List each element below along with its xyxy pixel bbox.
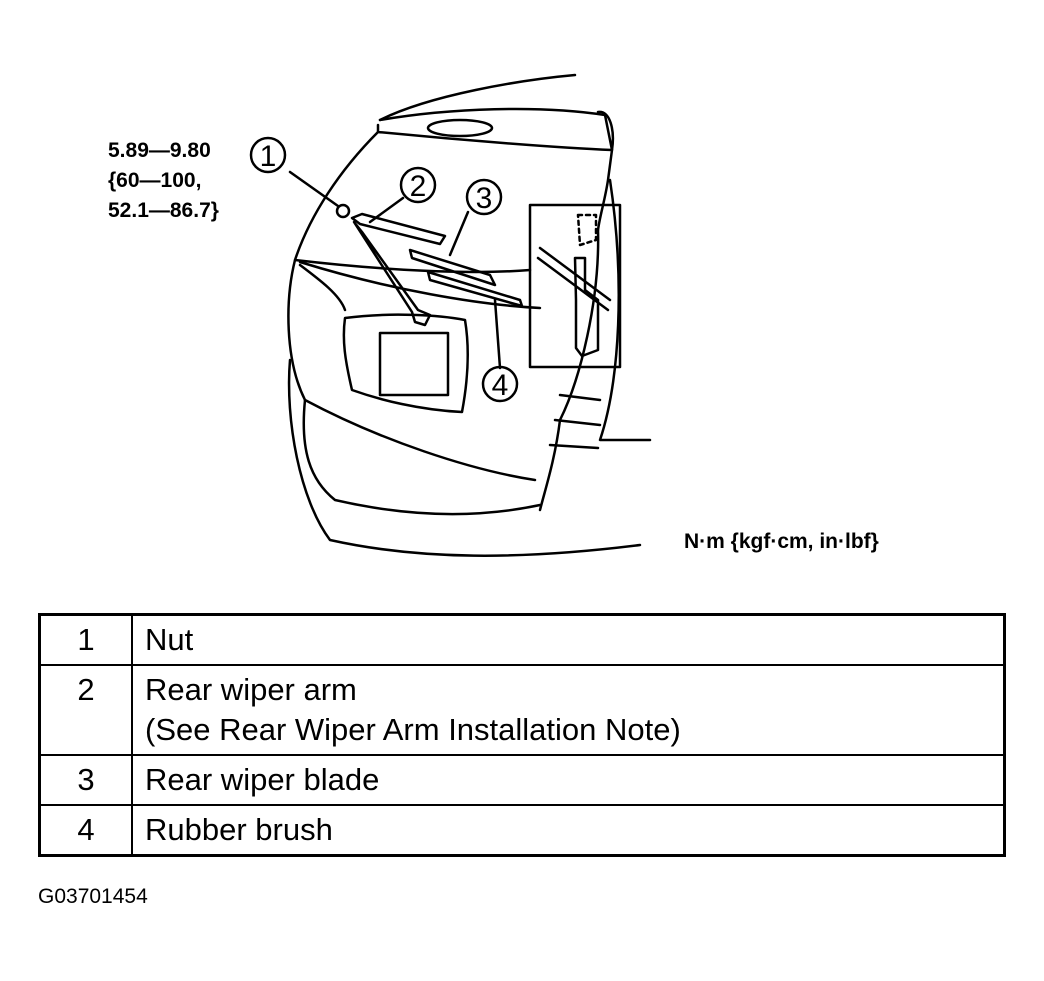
part-name: Rear wiper arm	[145, 672, 357, 707]
spoiler	[376, 113, 614, 152]
rear-lamp	[548, 393, 602, 450]
table-row: 1 Nut	[38, 613, 1006, 666]
part-number: 1	[38, 613, 133, 666]
torque-line-2: {60—100,	[108, 169, 202, 192]
detail-inset	[528, 203, 622, 369]
inset-clip	[573, 256, 600, 358]
part-description: Rear wiper arm (See Rear Wiper Arm Insta…	[131, 664, 1006, 756]
tailgate-crease	[298, 260, 542, 310]
callout-label-1: 1	[260, 140, 277, 173]
part-number: 2	[38, 664, 133, 756]
part-name: Rubber brush	[145, 812, 333, 847]
body-right	[538, 228, 600, 512]
roof-outline	[378, 73, 577, 122]
callout-label-2: 2	[410, 170, 427, 203]
callout-circle-2	[399, 166, 437, 204]
part-description: Rubber brush	[131, 804, 1006, 857]
body-right-outer	[598, 178, 652, 442]
table-row: 4 Rubber brush	[38, 804, 1006, 857]
part-note: (See Rear Wiper Arm Installation Note)	[145, 712, 681, 747]
bumper-top	[302, 398, 542, 516]
leader-4	[493, 298, 502, 370]
callout-circle-3	[465, 178, 503, 216]
leader-1	[288, 170, 340, 208]
callout-circle-1	[249, 136, 287, 174]
rear-wiper-illustration: 1 2 3 4	[249, 73, 652, 557]
bumper	[287, 358, 642, 557]
part-name: Rear wiper blade	[145, 762, 380, 797]
wiper-blade	[408, 248, 497, 287]
torque-line-1: 5.89—9.80	[108, 139, 211, 162]
callout-label-4: 4	[492, 369, 509, 402]
part-description: Nut	[131, 613, 1006, 666]
torque-spec: 5.89—9.80 {60—100, 52.1—86.7}	[108, 136, 219, 226]
parts-table: 1 Nut 2 Rear wiper arm (See Rear Wiper A…	[38, 613, 1006, 857]
units-label: N·m {kgf·cm, in·lbf}	[684, 530, 879, 553]
leader-2	[368, 196, 405, 224]
pivot-cap	[352, 220, 432, 327]
leader-3	[448, 210, 470, 257]
tailgate-panel	[298, 263, 347, 312]
part-number: 3	[38, 754, 133, 806]
part-name: Nut	[145, 622, 194, 657]
nut-shape	[335, 203, 351, 219]
right-pillar	[596, 110, 615, 232]
brake-light	[426, 118, 494, 138]
figure-code: G03701454	[38, 885, 148, 908]
wiper-arm	[350, 212, 447, 246]
rear-glass	[293, 130, 532, 274]
tailgate-left	[287, 258, 307, 402]
callout-circle-4	[481, 365, 519, 403]
table-row: 3 Rear wiper blade	[38, 754, 1006, 806]
tailgate-lower	[303, 398, 537, 482]
part-number: 4	[38, 804, 133, 857]
roof-edge	[378, 107, 607, 122]
inset-dashed	[576, 213, 598, 247]
rubber-brush	[426, 270, 524, 308]
part-description: Rear wiper blade	[131, 754, 1006, 806]
callout-label-3: 3	[476, 182, 493, 215]
torque-line-3: 52.1—86.7}	[108, 199, 219, 222]
license-plate	[378, 331, 450, 397]
table-row: 2 Rear wiper arm (See Rear Wiper Arm Ins…	[38, 664, 1006, 756]
